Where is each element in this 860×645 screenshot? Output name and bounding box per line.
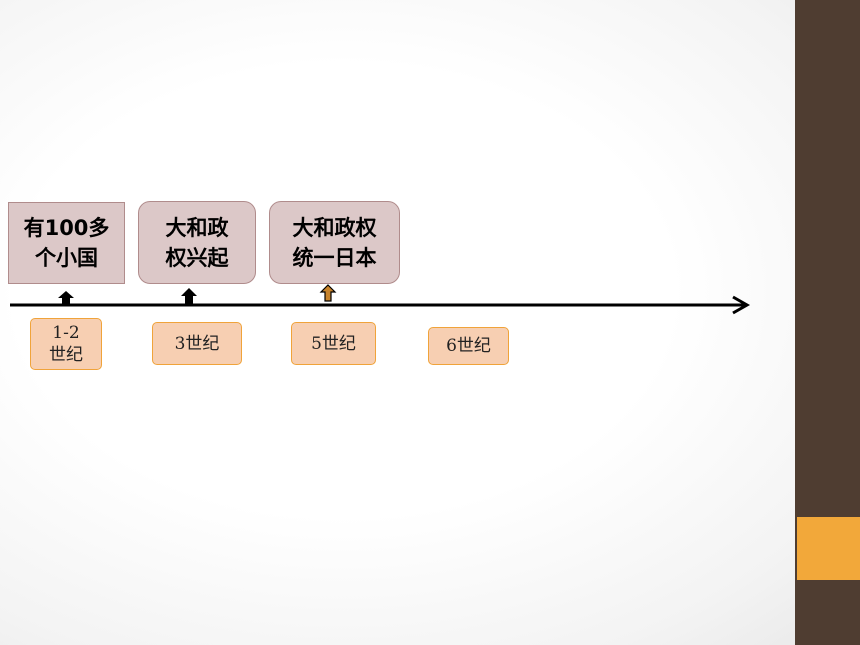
date-label-6-century: 6世纪 <box>428 327 509 365</box>
right-arrow-icon <box>732 295 751 315</box>
date-label-3-century: 3世纪 <box>152 322 242 365</box>
event-box-small-states: 有100多 个小国 <box>8 202 125 284</box>
sidebar-accent-block <box>797 517 860 580</box>
date-label-1-2-century: 1-2 世纪 <box>30 318 102 370</box>
up-arrow-icon <box>319 284 337 302</box>
up-arrow-icon <box>58 291 74 304</box>
date-label-5-century: 5世纪 <box>291 322 376 365</box>
event-box-yamato-rise: 大和政 权兴起 <box>138 201 256 284</box>
up-arrow-icon <box>181 288 197 304</box>
event-box-yamato-unify: 大和政权 统一日本 <box>269 201 400 284</box>
